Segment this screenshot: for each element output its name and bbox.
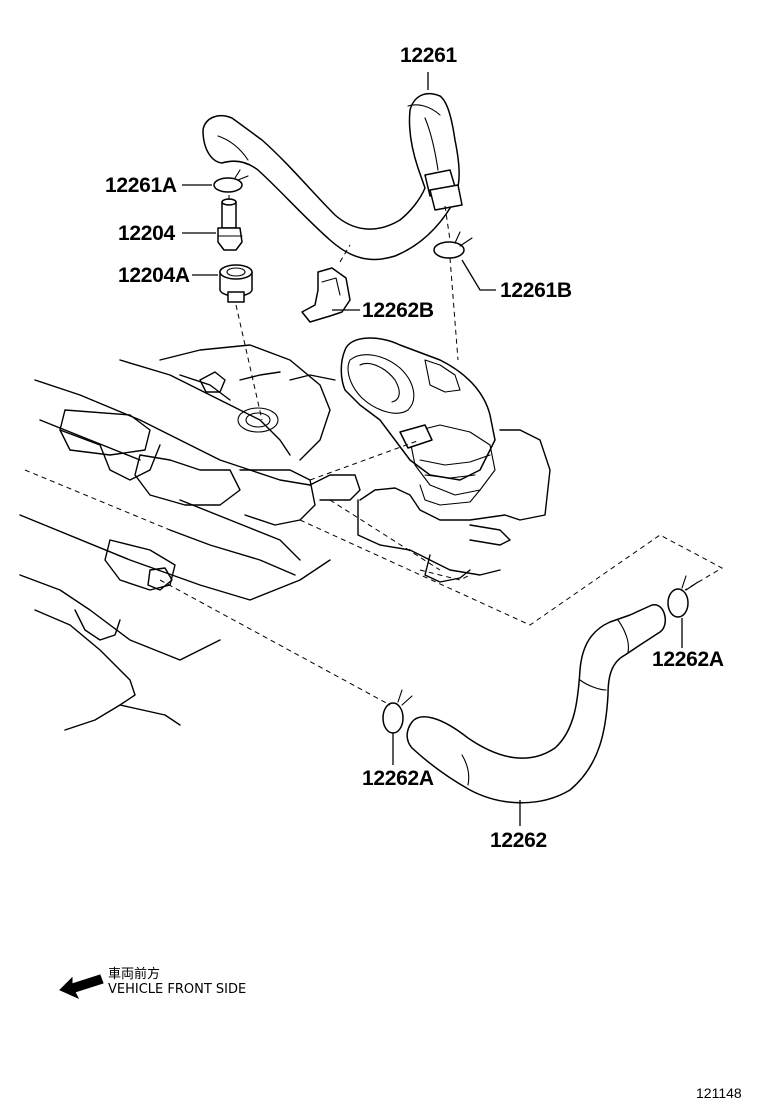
label-12261: 12261 (400, 44, 457, 67)
label-12262A-left: 12262A (362, 767, 434, 790)
clip-12261B (433, 231, 473, 259)
legend-vehicle-front-side: VEHICLE FRONT SIDE (108, 982, 247, 997)
clip-12262A-left (382, 689, 413, 734)
clip-12262A-right (667, 575, 699, 618)
engine-block (19, 344, 361, 731)
label-12204A: 12204A (118, 264, 190, 287)
hose-12261 (202, 92, 463, 261)
label-12262: 12262 (490, 829, 547, 852)
leader-lines (182, 72, 683, 826)
grommet-12204A (219, 264, 253, 303)
throttle-body (340, 337, 551, 583)
label-12204: 12204 (118, 222, 175, 245)
hose-12262 (406, 604, 667, 804)
label-12261B: 12261B (500, 279, 572, 302)
figure-code: 121148 (696, 1085, 742, 1101)
clip-12261A (213, 169, 249, 193)
label-12262A-right: 12262A (652, 648, 724, 671)
label-12262B: 12262B (362, 299, 434, 322)
label-12261A: 12261A (105, 174, 177, 197)
arrow-left-icon (59, 974, 104, 1000)
pcv-valve-12204 (217, 198, 243, 251)
bracket-12262B (301, 267, 351, 323)
assembly-lines (24, 195, 724, 706)
legend-japanese: 車両前方 (108, 967, 161, 982)
